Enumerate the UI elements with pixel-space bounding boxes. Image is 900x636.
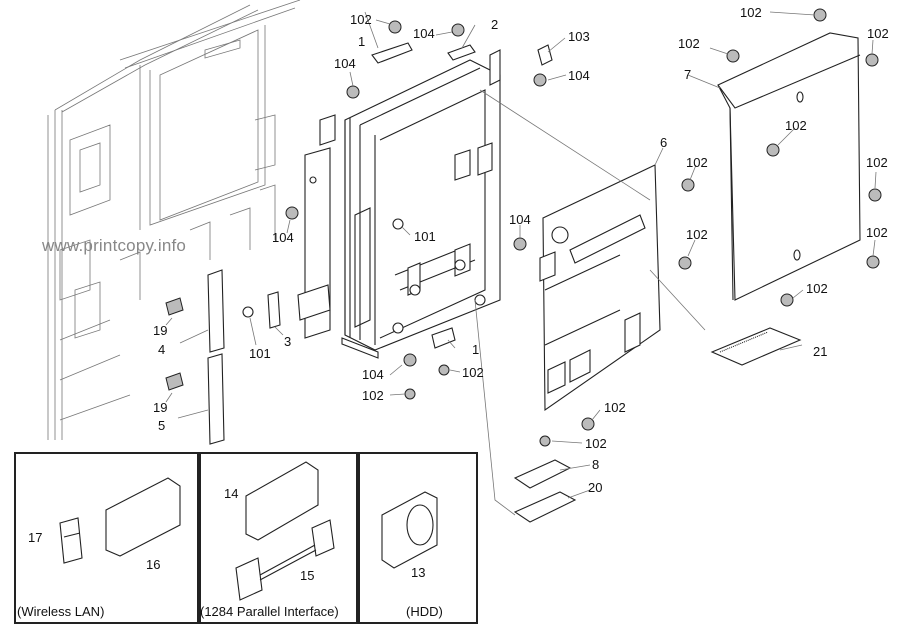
plate-4 [207, 269, 225, 353]
callout-label: 104 [413, 26, 435, 41]
bracket-2 [447, 44, 476, 61]
callout-label: 104 [509, 212, 531, 227]
callout-label: 102 [462, 365, 484, 380]
bracket-8 [513, 459, 572, 489]
callout-label: 101 [414, 229, 436, 244]
callout-label: 1 [472, 342, 480, 357]
screws [242, 8, 882, 447]
caption-parallel-interface: (1284 Parallel Interface) [200, 604, 339, 619]
callout-label: 16 [146, 557, 161, 572]
watermark: www.printcopy.info [42, 236, 187, 255]
clamp-103 [537, 44, 553, 66]
callout-label: 5 [158, 418, 166, 433]
cover-3 [267, 291, 281, 329]
callout-label: 20 [588, 480, 603, 495]
thumbscrew-19 [165, 372, 184, 391]
callout-label: 14 [224, 486, 239, 501]
controller-board-6 [539, 164, 661, 412]
part-15-parallel-cable [235, 519, 335, 601]
sd-card-21 [710, 327, 802, 366]
cover-7 [717, 32, 861, 301]
callout-label: 8 [592, 457, 600, 472]
connector-part [297, 284, 331, 321]
callout-label: 102 [867, 26, 889, 41]
callout-label: 4 [158, 342, 166, 357]
callout-label: 102 [585, 436, 607, 451]
callout-label: 17 [28, 530, 43, 545]
callout-label: 104 [362, 367, 384, 382]
controller-box [319, 49, 501, 359]
thumbscrew-19 [165, 297, 184, 316]
part-14-parallel-card [245, 461, 319, 541]
callout-label: 101 [249, 346, 271, 361]
part-13-hdd [381, 491, 438, 569]
callout-label: 15 [300, 568, 315, 583]
callout-label: 3 [284, 334, 292, 349]
callout-label: 2 [491, 17, 499, 32]
callout-label: 104 [334, 56, 356, 71]
caption-wireless-lan: (Wireless LAN) [17, 604, 105, 619]
callout-label: 6 [660, 135, 668, 150]
callout-label: 102 [350, 12, 372, 27]
caption-hdd: (HDD) [406, 604, 443, 619]
callout-label: 7 [684, 67, 692, 82]
leader-lines [165, 11, 877, 516]
callout-label: 19 [153, 323, 168, 338]
callout-label: 102 [686, 155, 708, 170]
callout-label: 102 [362, 388, 384, 403]
option-box-wireless-lan [14, 452, 201, 624]
callout-label: 13 [411, 565, 426, 580]
bracket-1-bottom [431, 327, 456, 349]
callout-label: 104 [568, 68, 590, 83]
machine-frame [47, 0, 301, 440]
callout-label: 21 [813, 344, 828, 359]
callout-label: 102 [785, 118, 807, 133]
callout-label: 102 [604, 400, 626, 415]
callout-label: 1 [358, 34, 366, 49]
callout-label: 102 [866, 155, 888, 170]
callout-label: 102 [806, 281, 828, 296]
callout-label: 102 [866, 225, 888, 240]
callout-label: 19 [153, 400, 168, 415]
plate-5 [207, 353, 225, 445]
part-17-core [59, 517, 83, 564]
callout-label: 104 [272, 230, 294, 245]
option-box-parallel-interface [197, 452, 360, 624]
callout-label: 102 [678, 36, 700, 51]
bracket-20 [513, 491, 577, 523]
callout-label: 102 [740, 5, 762, 20]
callout-label: 103 [568, 29, 590, 44]
callout-label: 102 [686, 227, 708, 242]
part-16-wireless-card [105, 477, 181, 557]
bracket-1-top [371, 42, 413, 64]
option-box-hdd [356, 452, 478, 624]
